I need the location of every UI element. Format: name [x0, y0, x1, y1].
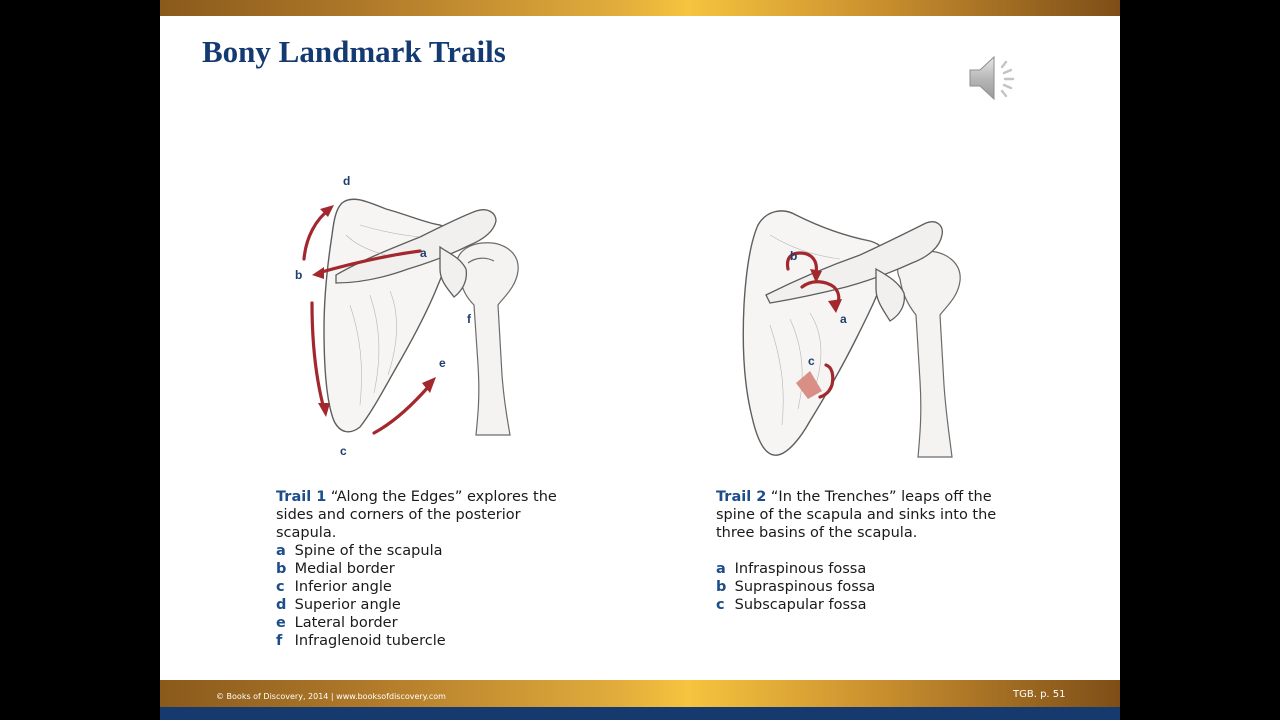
figure2-letter-a: a	[840, 312, 847, 326]
trail2-scapula-figure	[742, 210, 961, 458]
legend-item: d Superior angle	[276, 597, 401, 613]
trail2-arrowheads	[810, 269, 842, 313]
humerus	[897, 250, 961, 458]
trail1-label: Trail 1	[276, 489, 327, 505]
copyright-text: © Books of Discovery, 2014 | www.booksof…	[216, 692, 446, 701]
trail2-label: Trail 2	[716, 489, 767, 505]
trail2-caption: Trail 2 “In the Trenches” leaps off the …	[716, 488, 1026, 542]
bottom-gold-bar	[160, 680, 1120, 707]
trail2-pink-arrow	[796, 371, 822, 399]
trail2-legend: a Infraspinous fossa b Supraspinous foss…	[716, 560, 875, 614]
speaker-icon[interactable]	[966, 52, 1020, 104]
figure1-letter-d: d	[343, 174, 351, 188]
scapula-shading	[345, 224, 421, 406]
trail1-scapula-figure	[302, 198, 519, 436]
page-reference: TGB. p. 51	[1013, 689, 1066, 700]
slide: Bony Landmark Trails	[160, 0, 1120, 720]
legend-item: a Infraspinous fossa	[716, 561, 867, 577]
trail1-arrowheads	[312, 205, 436, 417]
scapular-spine	[335, 209, 497, 298]
legend-item: c Subscapular fossa	[716, 597, 867, 613]
legend-item: b Medial border	[276, 561, 395, 577]
legend-item: f Infraglenoid tubercle	[276, 633, 446, 649]
trail1-description: “Along the Edges” explores the sides and…	[276, 489, 557, 541]
figure1-letter-c: c	[340, 444, 347, 458]
trail1-legend: a Spine of the scapula b Medial border c…	[276, 542, 446, 650]
figure2-letter-b: b	[790, 249, 798, 263]
figure1-letter-a: a	[420, 246, 427, 260]
trail1-caption: Trail 1 “Along the Edges” explores the s…	[276, 488, 576, 542]
scapula	[742, 210, 888, 456]
trail2-description: “In the Trenches” leaps off the spine of…	[716, 489, 997, 541]
legend-item: b Supraspinous fossa	[716, 579, 876, 595]
humerus	[455, 242, 519, 436]
figure2-letter-c: c	[808, 354, 815, 368]
top-gold-bar	[160, 0, 1120, 16]
figure1-letter-b: b	[295, 268, 303, 282]
legend-item: e Lateral border	[276, 615, 398, 631]
scapula-shading	[769, 234, 841, 426]
slide-title: Bony Landmark Trails	[202, 34, 506, 69]
legend-item: a Spine of the scapula	[276, 543, 443, 559]
figure1-letter-e: e	[439, 356, 446, 370]
bottom-navy-bar	[160, 707, 1120, 720]
figure1-letter-f: f	[467, 312, 471, 326]
legend-item: c Inferior angle	[276, 579, 392, 595]
